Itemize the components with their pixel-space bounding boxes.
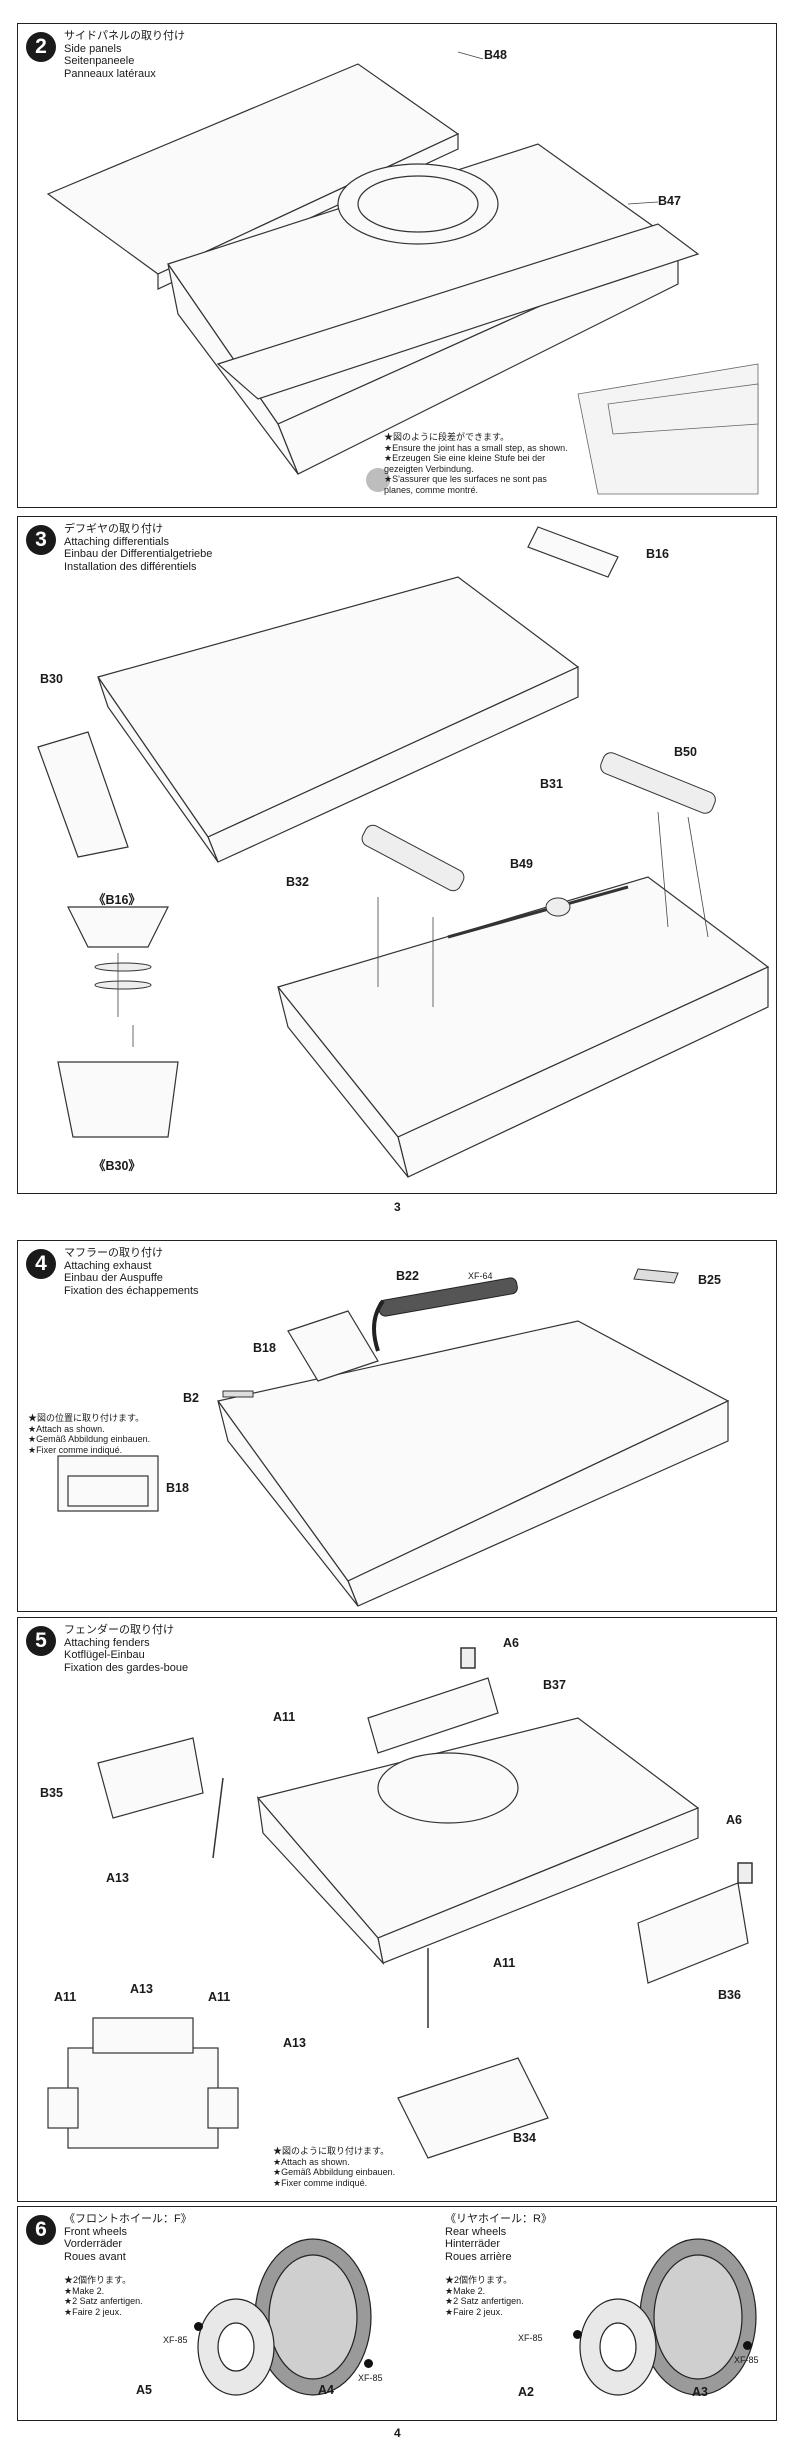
step-title: フェンダーの取り付け Attaching fenders Kotflügel-E… <box>64 1624 189 1674</box>
step-3-panel: 3 デフギヤの取り付け Attaching differentials Einb… <box>17 516 777 1194</box>
rear-wheels-title: 《リヤホイール：R》 Rear wheels Hinterräder Roues… <box>445 2213 552 2263</box>
step-5-panel: 5 フェンダーの取り付け Attaching fenders Kotflügel… <box>17 1617 777 2202</box>
part-label: A11 <box>208 1990 231 2004</box>
part-label: A13 <box>106 1871 129 1885</box>
step-number: 6 <box>26 2215 56 2245</box>
step-number: 2 <box>26 32 56 62</box>
part-label: A13 <box>283 2036 306 2050</box>
part-label: B49 <box>510 857 533 871</box>
step-number: 4 <box>26 1249 56 1279</box>
assembly-note: ★図のように取り付けます。 ★Attach as shown. ★Gemäß A… <box>273 2146 396 2188</box>
paint-code: XF-85 <box>518 2333 543 2343</box>
part-label: B36 <box>718 1988 741 2002</box>
part-label: B35 <box>40 1786 63 1800</box>
part-label: A3 <box>692 2385 708 2399</box>
paint-marker-icon <box>573 2330 582 2339</box>
part-label: B48 <box>484 48 507 62</box>
step-number: 5 <box>26 1626 56 1656</box>
part-label: B34 <box>513 2131 536 2145</box>
detail-label: 《B30》 <box>93 1159 141 1173</box>
assembly-note: ★図のように段差ができます。 ★Ensure the joint has a s… <box>384 432 568 495</box>
paint-marker-icon <box>364 2359 373 2368</box>
paint-marker-icon <box>743 2341 752 2350</box>
part-label: A6 <box>503 1636 519 1650</box>
step-title: マフラーの取り付け Attaching exhaust Einbau der A… <box>64 1247 199 1297</box>
wheels-drawing <box>197 2238 757 2396</box>
part-label: A11 <box>54 1990 77 2004</box>
part-label: A11 <box>273 1710 296 1724</box>
step-title: サイドパネルの取り付け Side panels Seitenpaneele Pa… <box>64 30 185 80</box>
part-label: A11 <box>493 1956 516 1970</box>
part-label: B32 <box>286 875 309 889</box>
part-label: B30 <box>40 672 63 686</box>
detail-label: 《B16》 <box>93 893 141 907</box>
front-tyre <box>197 2238 372 2396</box>
part-label: B47 <box>658 194 681 208</box>
exhaust-drawing <box>57 1268 730 1607</box>
part-label: B50 <box>674 745 697 759</box>
page-number: 3 <box>394 1200 401 1214</box>
front-wheels-note: ★2個作ります。 ★Make 2. ★2 Satz anfertigen. ★F… <box>64 2275 143 2317</box>
paint-code: XF-85 <box>358 2373 383 2383</box>
part-label: B25 <box>698 1273 721 1287</box>
part-label: B31 <box>540 777 563 791</box>
step-2-panel: 2 サイドパネルの取り付け Side panels Seitenpaneele … <box>17 23 777 508</box>
step-number: 3 <box>26 525 56 555</box>
part-label: B37 <box>543 1678 566 1692</box>
part-label: B16 <box>646 547 669 561</box>
part-label: B18 <box>166 1481 189 1495</box>
differentials-drawing <box>37 526 770 1178</box>
paint-code: XF-85 <box>734 2355 759 2365</box>
part-label: A5 <box>136 2383 152 2397</box>
fenders-drawing <box>47 1647 753 2159</box>
paint-code: XF-64 <box>468 1271 493 1281</box>
step-4-panel: 4 マフラーの取り付け Attaching exhaust Einbau der… <box>17 1240 777 1612</box>
part-label: B22 <box>396 1269 419 1283</box>
step-title: デフギヤの取り付け Attaching differentials Einbau… <box>64 523 213 573</box>
part-label: A13 <box>130 1982 153 1996</box>
part-label: A4 <box>318 2383 334 2397</box>
part-label: B2 <box>183 1391 199 1405</box>
part-label: A2 <box>518 2385 534 2399</box>
page-number: 4 <box>394 2426 401 2440</box>
paint-code: XF-85 <box>163 2335 188 2345</box>
side-panels-drawing <box>46 51 759 495</box>
rear-wheels-note: ★2個作ります。 ★Make 2. ★2 Satz anfertigen. ★F… <box>445 2275 524 2317</box>
paint-marker-icon <box>194 2322 203 2331</box>
part-label: A6 <box>726 1813 742 1827</box>
assembly-note: ★図の位置に取り付けます。 ★Attach as shown. ★Gemäß A… <box>28 1413 151 1455</box>
rear-tyre <box>579 2238 757 2396</box>
step-6-panel: 6 《フロントホイール：F》 Front wheels Vorderräder … <box>17 2206 777 2421</box>
front-wheels-title: 《フロントホイール：F》 Front wheels Vorderräder Ro… <box>64 2213 192 2263</box>
part-label: B18 <box>253 1341 276 1355</box>
